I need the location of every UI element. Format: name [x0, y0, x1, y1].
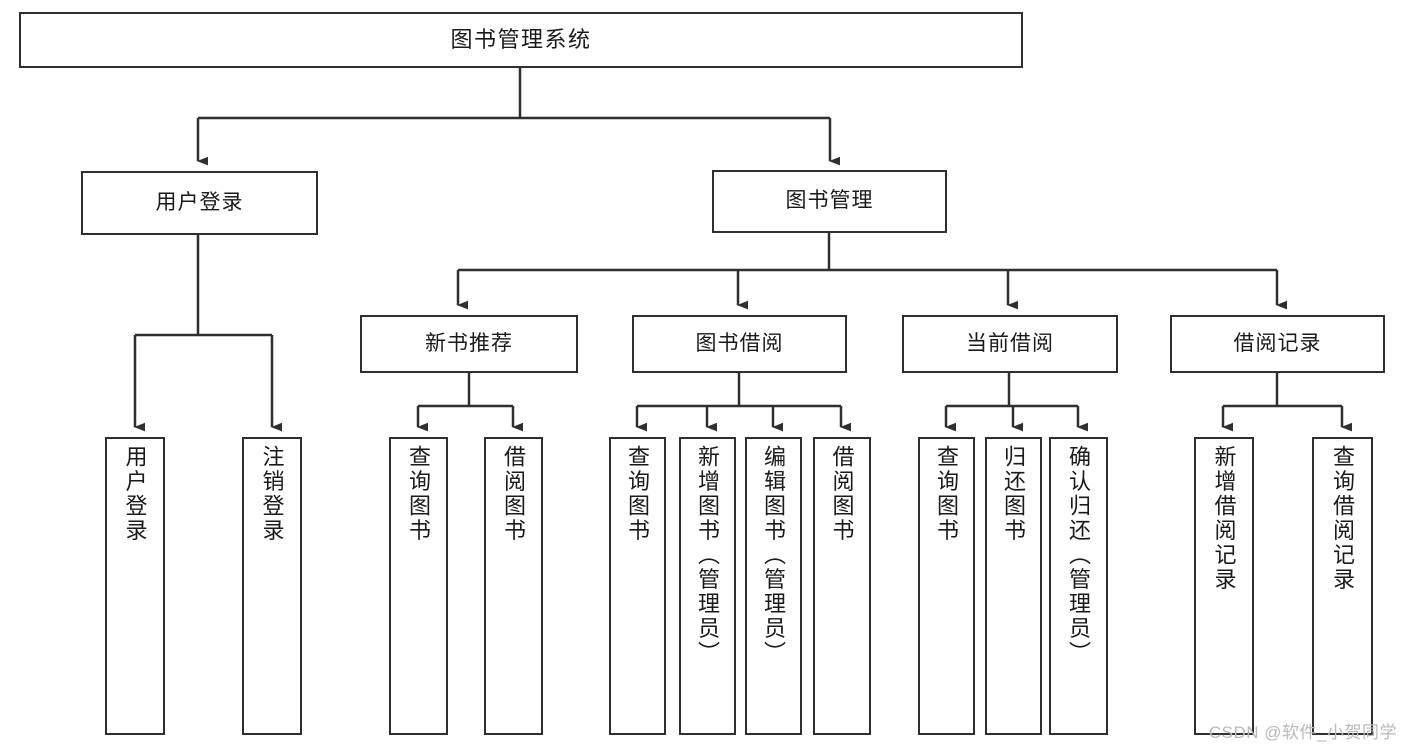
node-new-book-recommend[interactable]: 新书推荐 [360, 315, 578, 373]
node-label: 当前借阅 [966, 331, 1054, 355]
node-label: 图书管理 [785, 189, 874, 213]
node-label: 用户登录 [122, 445, 148, 543]
node-label: 新增借阅记录 [1211, 445, 1237, 592]
node-label: 用户登录 [155, 190, 244, 214]
leaf-query-book-1[interactable]: 查询图书 [389, 437, 448, 735]
node-label: 查询图书 [934, 445, 960, 543]
node-label: 归还图书 [1001, 445, 1027, 543]
node-label: 新书推荐 [425, 331, 513, 355]
leaf-edit-book-admin[interactable]: 编辑图书（管理员） [745, 437, 802, 735]
leaf-confirm-return-admin[interactable]: 确认归还（管理员） [1049, 437, 1108, 735]
node-label: 编辑图书（管理员） [761, 445, 787, 666]
leaf-return-book[interactable]: 归还图书 [985, 437, 1042, 735]
node-user-login[interactable]: 用户登录 [81, 171, 318, 235]
leaf-borrow-book-1[interactable]: 借阅图书 [484, 437, 543, 735]
leaf-query-book-3[interactable]: 查询图书 [918, 437, 975, 735]
leaf-logout-login[interactable]: 注销登录 [242, 437, 302, 735]
node-label: 查询借阅记录 [1330, 445, 1356, 592]
watermark: CSDN @软件_小贺同学 [1208, 723, 1397, 742]
node-label: 图书借阅 [695, 331, 784, 355]
leaf-add-borrow-record[interactable]: 新增借阅记录 [1194, 437, 1254, 735]
node-borrow-record[interactable]: 借阅记录 [1170, 315, 1385, 373]
leaf-query-borrow-record[interactable]: 查询借阅记录 [1312, 437, 1373, 735]
node-label: 查询图书 [406, 445, 432, 543]
node-label: 借阅图书 [829, 445, 855, 543]
node-label: 确认归还（管理员） [1066, 445, 1092, 666]
node-label: 查询图书 [625, 445, 651, 543]
node-root-book-management-system[interactable]: 图书管理系统 [19, 12, 1023, 68]
node-label: 借阅记录 [1233, 331, 1322, 355]
leaf-query-book-2[interactable]: 查询图书 [609, 437, 666, 735]
node-label: 注销登录 [259, 445, 285, 543]
node-current-borrow[interactable]: 当前借阅 [902, 315, 1118, 373]
node-label: 新增图书（管理员） [695, 445, 721, 666]
node-label: 图书管理系统 [450, 27, 592, 53]
node-book-borrow[interactable]: 图书借阅 [632, 315, 847, 373]
leaf-user-login[interactable]: 用户登录 [105, 437, 165, 735]
leaf-add-book-admin[interactable]: 新增图书（管理员） [679, 437, 736, 735]
node-label: 借阅图书 [501, 445, 527, 543]
leaf-borrow-book-2[interactable]: 借阅图书 [813, 437, 871, 735]
node-book-management[interactable]: 图书管理 [712, 170, 947, 233]
